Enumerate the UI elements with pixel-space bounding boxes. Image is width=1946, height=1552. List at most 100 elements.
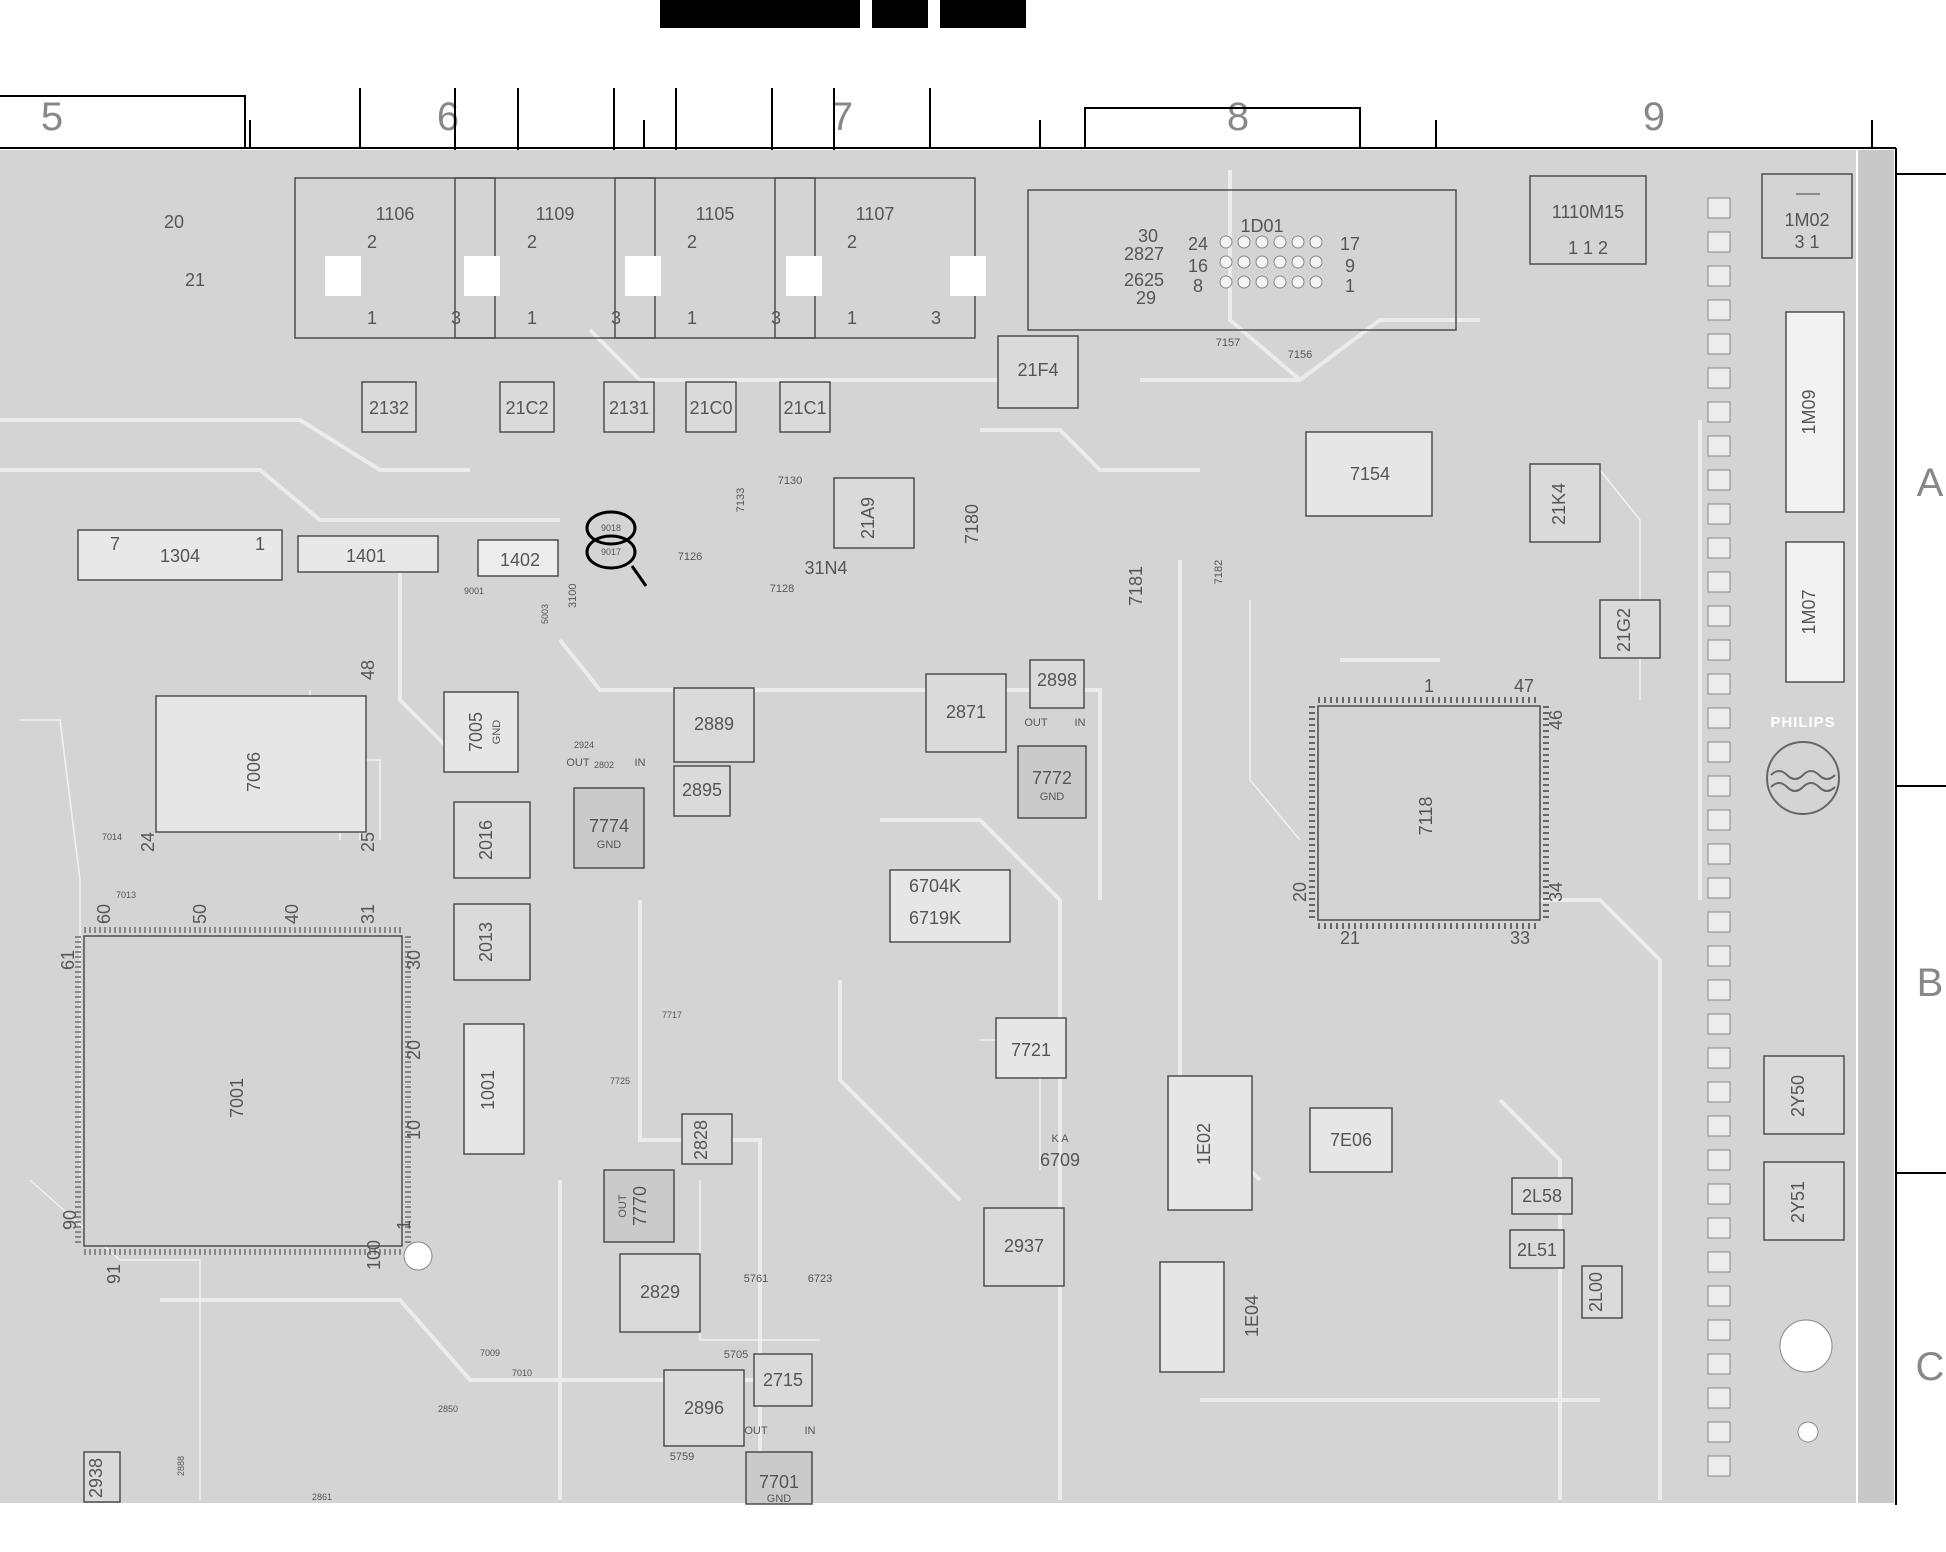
pin-number: 50 xyxy=(190,904,210,924)
grid-row-label: B xyxy=(1917,961,1944,1005)
pin-number: 100 xyxy=(364,1240,384,1270)
connector-tab xyxy=(325,256,361,296)
component-ref: 7001 xyxy=(227,1078,247,1118)
pin-number: 46 xyxy=(1546,710,1566,730)
component-ref: 7701 xyxy=(759,1472,799,1492)
grid-col-label: 8 xyxy=(1227,95,1249,139)
grid-col-label: 5 xyxy=(41,95,63,139)
cap-label: 2L00 xyxy=(1586,1272,1606,1312)
pin-number: 8 xyxy=(1193,276,1203,296)
header-tab xyxy=(872,0,928,28)
net-label: 5705 xyxy=(724,1349,748,1361)
net-label: 7126 xyxy=(678,551,702,563)
grid-row-labels: A B C xyxy=(1916,461,1945,1389)
pin-number: 3 1 xyxy=(1794,232,1819,252)
grid-row-label: C xyxy=(1916,1345,1945,1389)
net-label: 31N4 xyxy=(804,558,847,578)
cap-label: 2013 xyxy=(476,922,496,962)
diodes: 6704K 6719K 6709 K A xyxy=(889,869,1080,1170)
connector-1M02: 1M02 3 1 xyxy=(1761,173,1853,259)
connector-1304: 1304 7 1 xyxy=(77,529,283,581)
connector-labels: 1106 2 1 3 1109 2 1 3 1105 2 1 3 1107 2 … xyxy=(367,204,941,328)
pin-number: 29 xyxy=(1136,288,1156,308)
ic-7721: 7721 xyxy=(995,1017,1067,1079)
grid-row-label: A xyxy=(1917,461,1944,505)
cap-label: 2937 xyxy=(1004,1236,1044,1256)
pin-number: 1 xyxy=(394,1220,414,1230)
pin-number: 1 xyxy=(1424,676,1434,696)
connector-1M09: 1M09 xyxy=(1785,311,1845,513)
regulator-7770: 7770 OUT xyxy=(603,1169,675,1243)
cap-label: 21G2 xyxy=(1614,608,1634,652)
component-ref: 1401 xyxy=(346,546,386,566)
cap-label: 2Y50 xyxy=(1788,1075,1808,1117)
net-label: 9001 xyxy=(464,586,484,596)
connector-pin: 2 xyxy=(687,232,697,252)
cap-label: 2016 xyxy=(476,820,496,860)
net-label: 7181 xyxy=(1126,566,1146,606)
capacitor-blocks xyxy=(83,335,1845,1503)
pin-number: 20 xyxy=(1290,882,1310,902)
component-ref: 7721 xyxy=(1011,1040,1051,1060)
ic-7E06: 7E06 xyxy=(1309,1107,1393,1173)
pin-number: 16 xyxy=(1188,256,1208,276)
grid-col-label: 6 xyxy=(437,95,459,139)
net-label: 2924 xyxy=(574,740,594,750)
header-tab xyxy=(660,0,860,28)
pin-number: 91 xyxy=(104,1264,124,1284)
traces xyxy=(0,170,1702,1500)
cap-label: 2Y51 xyxy=(1788,1181,1808,1223)
io-label: OUT xyxy=(744,1425,768,1437)
net-label: 5003 xyxy=(540,604,550,624)
cap-label: 2L51 xyxy=(1517,1240,1557,1260)
cap-label: 2829 xyxy=(640,1282,680,1302)
net-label: 7717 xyxy=(662,1010,682,1020)
connector-pin: 2 xyxy=(527,232,537,252)
cap-label: 2889 xyxy=(694,714,734,734)
header-tabs xyxy=(660,0,1026,28)
header-tab xyxy=(940,0,1026,28)
connector-1401: 1401 xyxy=(297,535,439,573)
cap-label: 2895 xyxy=(682,780,722,800)
ic-7001: 7001 61 60 50 40 31 30 20 10 1 100 91 90 xyxy=(58,904,424,1284)
cap-label: 2L58 xyxy=(1522,1186,1562,1206)
connector-label: 1106 xyxy=(376,204,415,224)
cap-label: 21C2 xyxy=(505,398,548,418)
net-label: 7133 xyxy=(735,488,747,512)
pin-number: 90 xyxy=(60,1210,80,1230)
component-ref: 7005 xyxy=(466,712,486,752)
component-ref: 1D01 xyxy=(1240,216,1283,236)
component-ref: 1E02 xyxy=(1194,1123,1214,1165)
component-ref: 1001 xyxy=(478,1070,498,1110)
connector-pin: 3 xyxy=(931,308,941,328)
connector-pin: 3 xyxy=(611,308,621,328)
io-label: IN xyxy=(635,757,646,769)
misc-labels: OUT IN OUT IN OUT IN 31N4 7180 7181 7182… xyxy=(102,337,1312,1502)
component-ref: 1304 xyxy=(160,546,200,566)
pin-label: GND xyxy=(597,839,622,851)
frame xyxy=(0,88,1946,1505)
cap-label: 2938 xyxy=(86,1458,106,1498)
component-ref: 1E04 xyxy=(1242,1295,1262,1337)
io-label: IN xyxy=(805,1425,816,1437)
net-label: 7013 xyxy=(116,890,136,900)
net-label: 2861 xyxy=(312,1492,332,1502)
ic-7005: 7005 GND xyxy=(443,691,519,773)
net-label: 7182 xyxy=(1213,560,1225,584)
net-label: 9018 xyxy=(601,523,621,533)
connector-tab xyxy=(625,256,661,296)
pin-label: OUT xyxy=(617,1194,629,1218)
connector-pin: 2 xyxy=(367,232,377,252)
pin-number: 24 xyxy=(1188,234,1208,254)
pin-number: 31 xyxy=(358,904,378,924)
pcb-right-strip xyxy=(1858,150,1894,1503)
capacitor-labels: 2889 2871 2898 2895 2016 2013 2828 2829 … xyxy=(86,360,1808,1498)
pin-number: 25 xyxy=(358,832,378,852)
diode-label: 6704K xyxy=(909,876,961,896)
component-ref: 1M07 xyxy=(1799,589,1819,634)
brand-logo-text: PHILIPS xyxy=(1770,714,1835,731)
pin-number: 17 xyxy=(1340,234,1360,254)
pin-number: 2625 xyxy=(1124,270,1164,290)
pin-number: 7 xyxy=(110,534,120,554)
